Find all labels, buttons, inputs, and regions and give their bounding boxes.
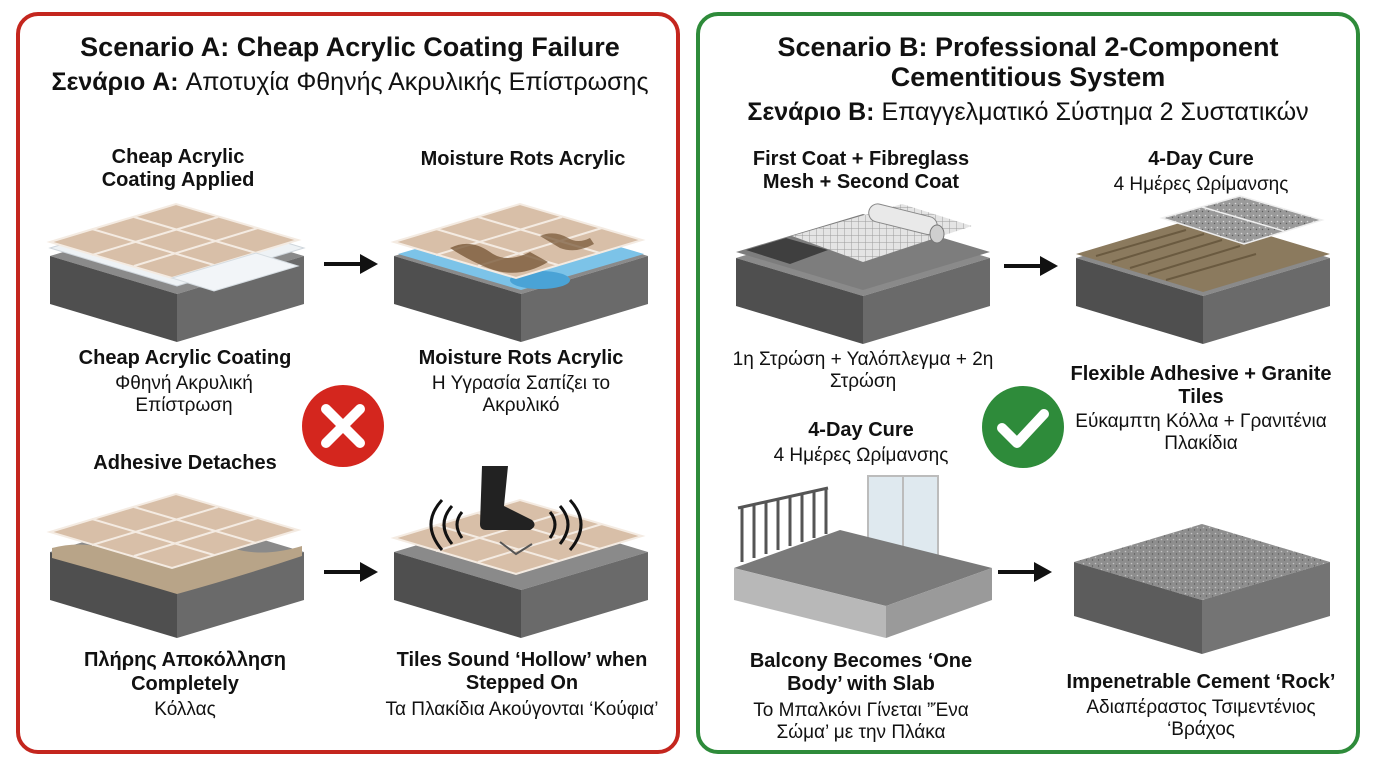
b-step3-heading-gr: 4 Ημέρες Ωρίμανσης bbox=[773, 445, 949, 466]
b-step1-caption-gr: 1η Στρώση + Υαλόπλεγμα + 2η Στρώση bbox=[732, 349, 994, 392]
a-step4-caption-en: Tiles Sound ‘Hollow’ when Stepped On bbox=[396, 649, 648, 694]
scenario-b-subtitle: Σενάριο B: Επαγγελματικό Σύστημα 2 Συστα… bbox=[700, 97, 1356, 127]
mesh-coating-illustration bbox=[736, 203, 990, 344]
check-mark-icon bbox=[982, 386, 1064, 468]
b-step1-heading: First Coat + Fibreglass Mesh + Second Co… bbox=[752, 148, 970, 193]
a-step2-heading: Moisture Rots Acrylic bbox=[420, 148, 626, 170]
b-step2-caption-en: Flexible Adhesive + Granite Tiles bbox=[1070, 363, 1332, 408]
arrow-right-icon bbox=[998, 562, 1052, 582]
b-step2-heading: 4-Day Cure bbox=[1148, 148, 1254, 170]
a-step1-caption-gr: Φθηνή Ακρυλική Επίστρωση bbox=[115, 373, 253, 416]
scenario-a-subtitle-text: Αποτυχία Φθηνής Ακρυλικής Επίστρωσης bbox=[178, 68, 649, 96]
adhesive-detach-illustration bbox=[46, 492, 304, 638]
acrylic-coating-applied-illustration bbox=[46, 202, 306, 342]
a-step3-heading: Adhesive Detaches bbox=[93, 452, 277, 474]
b-step4-caption-en: Impenetrable Cement ‘Rock’ bbox=[1066, 671, 1336, 693]
arrow-right-icon bbox=[324, 254, 378, 274]
b-step3-caption-gr: Το Μπαλκόνι Γίνεται ”Ένα Σώμα’ με την Πλ… bbox=[753, 700, 969, 743]
a-step3-caption-gr2: Κόλλας bbox=[154, 699, 216, 720]
a-step1-heading: Cheap Acrylic Coating Applied bbox=[101, 146, 255, 191]
b-step2-heading-gr: 4 Ημέρες Ωρίμανσης bbox=[1113, 174, 1289, 195]
scenario-a-subtitle: Σενάριο A: Αποτυχία Φθηνής Ακρυλικής Επί… bbox=[20, 67, 680, 97]
scenario-b-subtitle-text: Επαγγελματικό Σύστημα 2 Συστατικών bbox=[874, 98, 1309, 126]
b-step3-heading: 4-Day Cure bbox=[808, 419, 914, 441]
cement-rock-illustration bbox=[1074, 524, 1330, 654]
scenario-b-title-line1: Scenario B: Professional 2-Component bbox=[777, 32, 1279, 62]
scenario-a-subtitle-prefix: Σενάριο A: bbox=[51, 68, 179, 96]
scenario-a-panel bbox=[16, 12, 680, 754]
moisture-rot-illustration bbox=[390, 202, 648, 342]
a-step2-caption-en: Moisture Rots Acrylic bbox=[418, 347, 624, 369]
balcony-illustration bbox=[734, 475, 992, 638]
scenario-b-title-line2: Cementitious System bbox=[890, 62, 1166, 92]
scenario-b-subtitle-prefix: Σενάριο B: bbox=[747, 98, 875, 126]
a-step1-caption-en: Cheap Acrylic Coating bbox=[78, 347, 292, 369]
a-step3-caption-en: Completely bbox=[131, 673, 239, 695]
a-step3-caption-gr: Πλήρης Αποκόλληση bbox=[83, 649, 287, 671]
scenario-a-title: Scenario A: Cheap Acrylic Coating Failur… bbox=[80, 32, 620, 62]
granite-tiles-illustration bbox=[1076, 195, 1330, 344]
b-step3-caption-en: Balcony Becomes ‘One Body’ with Slab bbox=[749, 650, 973, 695]
x-mark-icon bbox=[302, 385, 384, 467]
arrow-right-icon bbox=[324, 562, 378, 582]
a-step4-caption-gr: Τα Πλακίδια Ακούγονται ‘Κούφια’ bbox=[385, 699, 659, 720]
arrow-right-icon bbox=[1004, 256, 1058, 276]
b-step2-caption-gr: Εύκαμπτη Κόλλα + Γρανιτένια Πλακίδια bbox=[1075, 411, 1327, 454]
b-step4-caption-gr: Αδιαπέραστος Τσιμεντένιος ‘Βράχος bbox=[1086, 697, 1316, 740]
a-step2-caption-gr: Η Υγρασία Σαπίζει το Ακρυλικό bbox=[431, 373, 611, 416]
hollow-tiles-illustration bbox=[390, 466, 648, 638]
